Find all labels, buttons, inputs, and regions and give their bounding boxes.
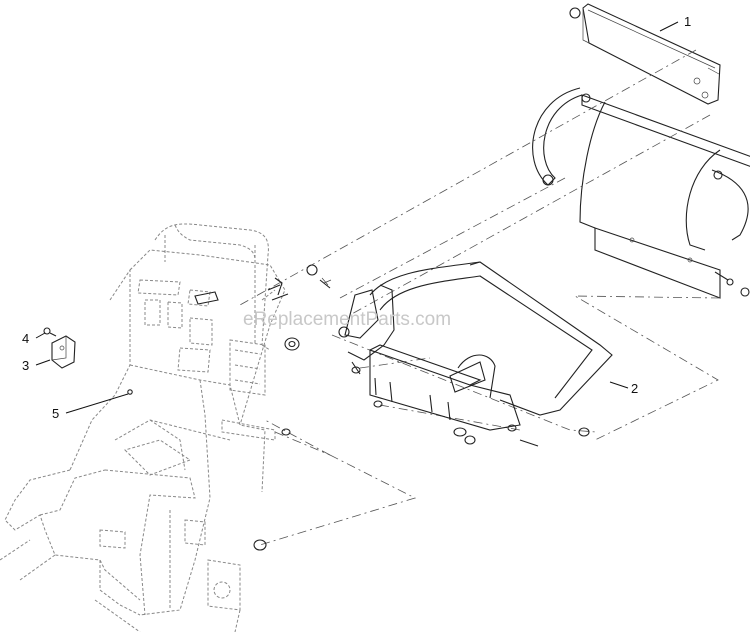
cover-panel [569,3,721,105]
watermark: eReplacementParts.com [243,309,451,330]
handle-bar-assembly [306,261,613,447]
callout-2: 2 [631,381,638,396]
callout-1: 1 [684,14,691,29]
bracket-frame [532,87,750,299]
callout-4: 4 [22,331,29,346]
chassis-phantom [0,223,286,632]
small-bracket [51,335,76,369]
callout-leaders [35,21,679,414]
chassis-hardware [194,277,300,551]
frame-fastener [714,271,750,297]
screw [43,327,57,337]
alignment-lines [239,49,721,546]
callout-5: 5 [52,406,59,421]
fastener [127,389,133,395]
callout-3: 3 [22,358,29,373]
